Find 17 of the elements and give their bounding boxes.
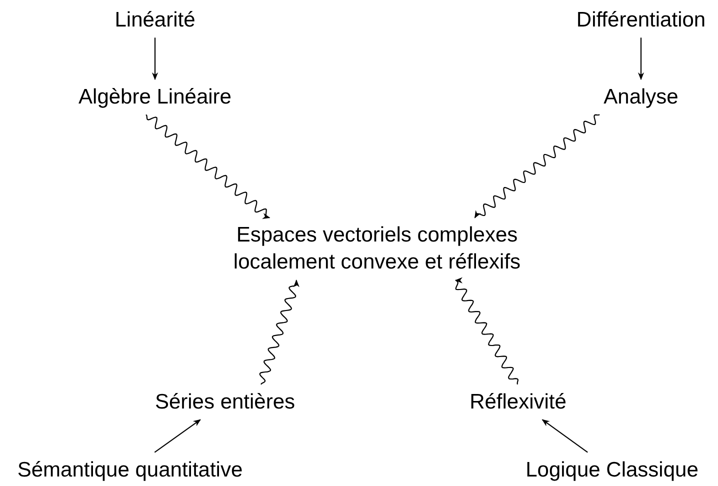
node-label: Algèbre Linéaire [74, 81, 236, 113]
wavy-arrow [146, 114, 270, 219]
arrow [542, 419, 588, 453]
wavy-arrow [259, 280, 300, 385]
wavy-arrow [474, 114, 600, 218]
arrow [152, 38, 158, 80]
node-label: Séries entières [150, 386, 300, 418]
node-label: Espaces vectoriels complexes localement convexe et réflexifs [203, 220, 551, 278]
node-label: Différentiation [572, 4, 710, 36]
node-label: Linéarité [110, 4, 200, 36]
node-label: Sémantique quantitative [13, 454, 247, 486]
node-label: Logique Classique [522, 454, 702, 486]
arrow [638, 38, 644, 80]
arrow [154, 419, 201, 453]
wavy-arrow [454, 277, 518, 384]
node-label: Réflexivité [466, 386, 570, 418]
node-label: Analyse [600, 81, 682, 113]
